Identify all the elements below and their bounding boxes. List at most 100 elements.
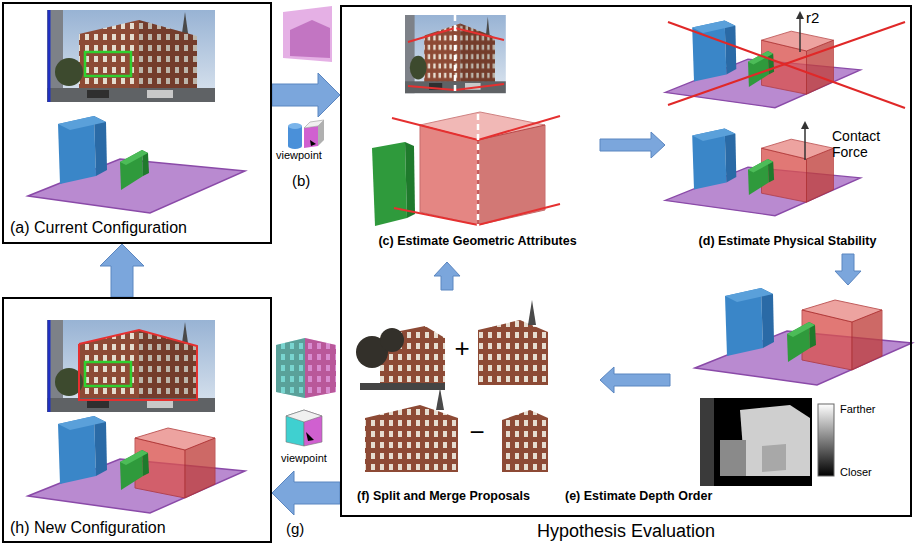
stability-illustration — [801, 121, 809, 129]
current-scene — [48, 10, 51, 102]
panel-caption: Hypothesis Evaluation — [342, 521, 910, 542]
vector-label: r2 — [806, 9, 830, 26]
step-letter: (b) — [292, 172, 332, 189]
step-panel: (c) Estimate Geometric Attributes — [355, 12, 600, 262]
depth-illustration — [725, 288, 774, 356]
panel-caption: (e) Estimate Depth Order — [565, 489, 765, 503]
arrow-shape — [272, 471, 340, 515]
proposal-thumbnail — [283, 6, 332, 62]
geometry-illustration — [477, 114, 480, 228]
panel-caption: (c) Estimate Geometric Attributes — [355, 234, 600, 248]
new-scene — [85, 362, 131, 386]
depth-illustration — [762, 444, 786, 472]
geometry-illustration — [392, 116, 560, 140]
new-scene — [28, 320, 245, 513]
operator-sign: + — [452, 334, 472, 364]
new-thumbnail — [276, 338, 336, 446]
step-panel: (e) Estimate Depth Order — [670, 285, 910, 515]
new-scene — [120, 450, 149, 490]
scale-label: Farther — [840, 403, 900, 416]
proposal-illustration — [436, 388, 444, 410]
configuration-panel: (a) Current Configuration — [2, 2, 272, 244]
proposal-thumbnail — [288, 143, 302, 149]
geometry-illustration — [405, 15, 506, 93]
depth-illustration — [818, 404, 834, 476]
step-panel: (f) Split and Merge Proposals — [355, 290, 600, 515]
panel-caption: (h) New Configuration — [10, 519, 266, 537]
scale-label: Closer — [840, 466, 900, 479]
flow-arrow — [272, 471, 340, 515]
configuration-panel: (h) New Configuration — [2, 297, 272, 543]
force-label: Contact Force — [832, 128, 904, 160]
depth-illustration — [695, 288, 912, 486]
current-scene — [28, 10, 245, 213]
depth-illustration — [695, 288, 912, 385]
panel-caption: (f) Split and Merge Proposals — [357, 489, 597, 503]
current-scene — [85, 52, 131, 76]
proposal-thumbnail — [318, 120, 324, 146]
stability-illustration — [799, 18, 801, 52]
stability-illustration — [692, 20, 736, 81]
new-thumbnail — [286, 410, 322, 422]
flow-arrow — [600, 132, 665, 158]
depth-illustration — [740, 405, 810, 476]
geometry-illustration — [454, 15, 457, 93]
stability-illustration — [665, 20, 860, 107]
proposal-illustration — [502, 410, 548, 472]
flow-arrow — [272, 73, 340, 117]
current-scene — [58, 116, 107, 184]
panel-caption: (a) Current Configuration — [10, 219, 266, 237]
new-thumbnail — [276, 338, 336, 398]
arrow-shape — [600, 132, 665, 158]
stability-illustration — [804, 128, 806, 160]
arrow-shape — [835, 254, 861, 285]
new-scene — [79, 330, 197, 400]
evaluation-panel: Hypothesis Evaluation(c) Estimate Geomet… — [340, 5, 912, 517]
stability-illustration — [668, 22, 905, 108]
icon-caption: viewpoint — [276, 149, 336, 162]
stability-illustration — [692, 128, 736, 189]
flow-arrow — [600, 367, 670, 393]
proposal-thumbnail — [290, 20, 330, 58]
flow-arrow — [835, 254, 861, 285]
current-scene — [47, 10, 215, 102]
new-scene — [58, 416, 107, 484]
geometry-illustration — [405, 142, 415, 218]
new-scene — [28, 416, 245, 513]
geometry-illustration — [405, 15, 506, 93]
proposal-illustration — [528, 300, 536, 325]
stability-illustration — [796, 11, 804, 19]
stability-illustration — [668, 22, 905, 105]
arrow-shape — [434, 262, 460, 290]
geometry-illustration — [420, 125, 478, 225]
proposal-illustration — [360, 383, 445, 390]
new-scene — [48, 320, 51, 412]
proposal-thumbnail — [304, 126, 318, 148]
geometry-illustration — [372, 15, 560, 228]
proposal-illustration — [365, 405, 458, 472]
depth-illustration — [720, 440, 746, 476]
proposal-illustration — [478, 320, 548, 385]
depth-illustration — [787, 322, 816, 362]
icon-caption: viewpoint — [281, 452, 337, 465]
proposal-thumbnail — [310, 140, 316, 146]
stability-illustration — [748, 159, 774, 195]
arrow-shape — [272, 73, 340, 117]
current-scene — [120, 150, 149, 190]
arrow-shape — [100, 244, 144, 297]
panel-caption: (d) Estimate Physical Stability — [665, 234, 910, 248]
proposal-illustration — [356, 300, 548, 472]
operator-sign: − — [462, 418, 492, 448]
stability-illustration — [665, 128, 860, 215]
geometry-illustration — [372, 142, 407, 226]
depth-illustration — [700, 398, 812, 486]
flow-arrow — [434, 262, 460, 290]
proposal-illustration — [380, 326, 445, 385]
depth-illustration — [700, 398, 714, 486]
new-thumbnail — [306, 432, 314, 441]
stability-illustration — [665, 11, 905, 216]
flow-arrow — [100, 244, 144, 297]
